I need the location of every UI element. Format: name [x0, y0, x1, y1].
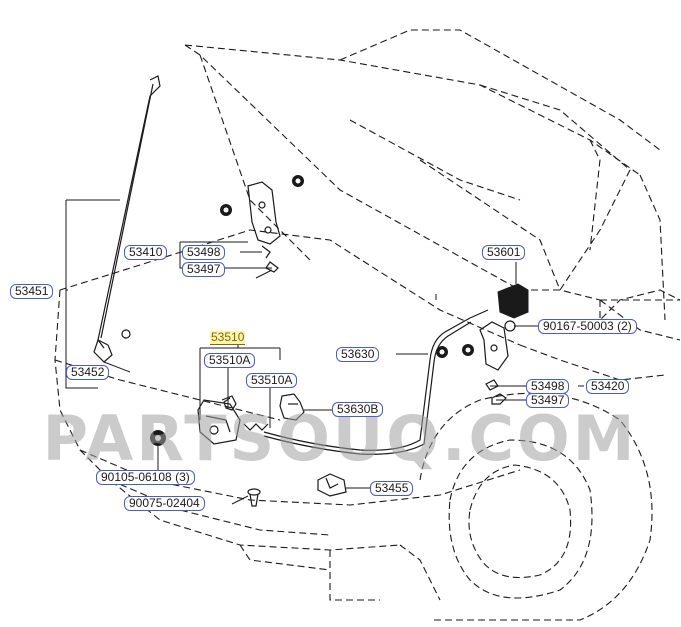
part-label-53601[interactable]: 53601: [482, 245, 526, 260]
part-label-53455[interactable]: 53455: [370, 481, 414, 496]
part-label-53630B[interactable]: 53630B: [332, 402, 384, 417]
part-label-53498-right[interactable]: 53498: [526, 379, 570, 394]
part-label-53497-left[interactable]: 53497: [182, 262, 226, 277]
part-label-90075-02404[interactable]: 90075-02404: [124, 496, 205, 511]
cable-clamp: [279, 393, 347, 497]
part-label-90105-06108[interactable]: 90105-06108 (3): [96, 470, 195, 485]
hood-lock-striker: [479, 321, 509, 405]
clip-icon: [504, 320, 516, 332]
hood-support-rod: [93, 75, 161, 363]
part-label-53510A-upper[interactable]: 53510A: [204, 353, 256, 368]
hood-stay-holder: [497, 283, 529, 319]
part-label-53510[interactable]: 53510: [210, 330, 246, 345]
hood-hinge-left: [247, 181, 281, 273]
leader-lines: [65, 199, 584, 505]
car-outline: [54, 29, 681, 621]
part-label-53410[interactable]: 53410: [124, 245, 168, 260]
screw-icon: [247, 488, 261, 507]
part-label-53630[interactable]: 53630: [336, 347, 380, 362]
release-cable: [263, 309, 489, 455]
part-label-90167-50003[interactable]: 90167-50003 (2): [538, 319, 637, 334]
part-label-53451[interactable]: 53451: [10, 284, 54, 299]
hood-lock: [197, 395, 269, 445]
part-label-53498-left[interactable]: 53498: [182, 245, 226, 260]
part-label-53452[interactable]: 53452: [66, 365, 110, 380]
part-label-53497-right[interactable]: 53497: [526, 393, 570, 408]
part-label-53510A-lower[interactable]: 53510A: [246, 373, 298, 388]
part-label-53420[interactable]: 53420: [586, 379, 630, 394]
